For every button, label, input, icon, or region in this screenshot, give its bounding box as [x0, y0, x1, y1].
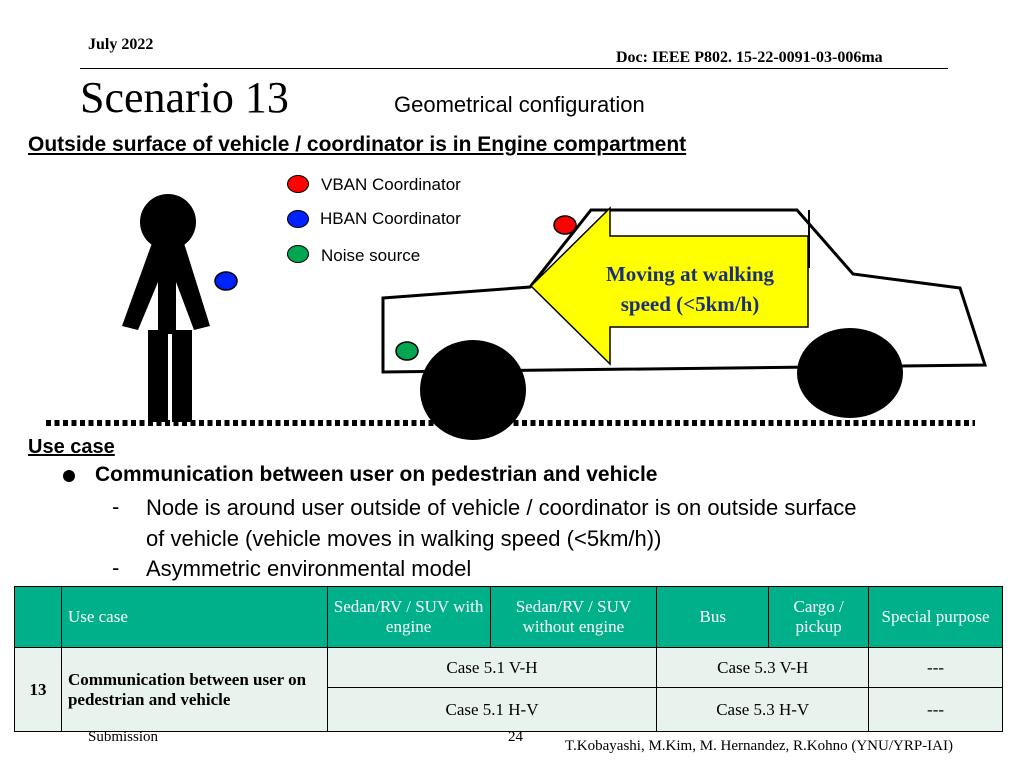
use-case-sub2: Asymmetric environmental model: [146, 556, 472, 581]
header-num: [14, 586, 62, 648]
arrow-label-line1: Moving at walking: [605, 262, 775, 286]
header-bus: Bus: [656, 586, 770, 648]
header-sedan-engine: Sedan/RV / SUV with engine: [326, 586, 491, 648]
cell-special-hv: ---: [868, 687, 1003, 732]
row-description: Communication between user on pedestrian…: [60, 647, 328, 732]
legend-hban-label: HBAN Coordinator: [320, 209, 461, 228]
doc-id: Doc: IEEE P802. 15-22-0091-03-006ma: [616, 49, 883, 66]
vban-coordinator-dot: [553, 215, 577, 235]
use-case-sub1-line1: Node is around user outside of vehicle /…: [146, 495, 857, 520]
cell-bus-cargo-vh: Case 5.3 V-H: [656, 647, 870, 688]
cell-sedan-vh: Case 5.1 V-H: [326, 647, 658, 688]
header-sedan-no-engine: Sedan/RV / SUV without engine: [489, 586, 658, 648]
cell-special-vh: ---: [868, 647, 1003, 688]
legend-vban-dot: [287, 175, 309, 193]
use-case-bullet: Communication between user on pedestrian…: [95, 463, 658, 486]
slide-title: Scenario 13: [80, 73, 289, 122]
header-rule: [80, 68, 948, 69]
use-case-sub1-line2: of vehicle (vehicle moves in walking spe…: [146, 526, 662, 551]
arrow-label: Moving at walking speed (<5km/h): [572, 259, 808, 319]
use-case-label: Use case: [28, 436, 115, 458]
table-row: 13 Communication between user on pedestr…: [14, 647, 1003, 732]
header-use-case: Use case: [60, 586, 328, 648]
date-label: July 2022: [88, 36, 154, 53]
noise-source-dot: [395, 341, 419, 361]
legend-vban-label: VBAN Coordinator: [321, 175, 461, 194]
use-case-table: Use case Sedan/RV / SUV with engine Seda…: [14, 586, 1003, 732]
header-cargo: Cargo / pickup: [768, 586, 870, 648]
dash-icon: -: [112, 555, 120, 580]
legend-noise-dot: [287, 245, 309, 263]
header-special: Special purpose: [868, 586, 1003, 648]
legend-noise-label: Noise source: [321, 246, 421, 265]
section-heading: Outside surface of vehicle / coordinator…: [28, 133, 687, 156]
table-row: Case 5.1 H-V Case 5.3 H-V ---: [15, 687, 1003, 732]
slide-subtitle: Geometrical configuration: [394, 92, 645, 117]
row-number: 13: [14, 647, 62, 732]
table-header-row: Use case Sedan/RV / SUV with engine Seda…: [14, 586, 1003, 648]
footer-authors: T.Kobayashi, M.Kim, M. Hernandez, R.Kohn…: [565, 738, 953, 754]
arrow-label-line2: speed (<5km/h): [620, 292, 760, 316]
cell-bus-cargo-hv: Case 5.3 H-V: [656, 687, 870, 732]
hban-coordinator-dot: [214, 271, 238, 291]
cell-sedan-hv: Case 5.1 H-V: [326, 687, 658, 732]
dash-icon: -: [112, 494, 120, 519]
direction-arrow: [529, 206, 809, 366]
bullet-icon: [63, 470, 75, 482]
footer-submission: Submission: [88, 729, 159, 745]
scene-diagram: [46, 194, 988, 440]
page-number: 24: [508, 729, 523, 745]
legend-hban-dot: [287, 210, 309, 228]
person-figure: [122, 194, 210, 422]
